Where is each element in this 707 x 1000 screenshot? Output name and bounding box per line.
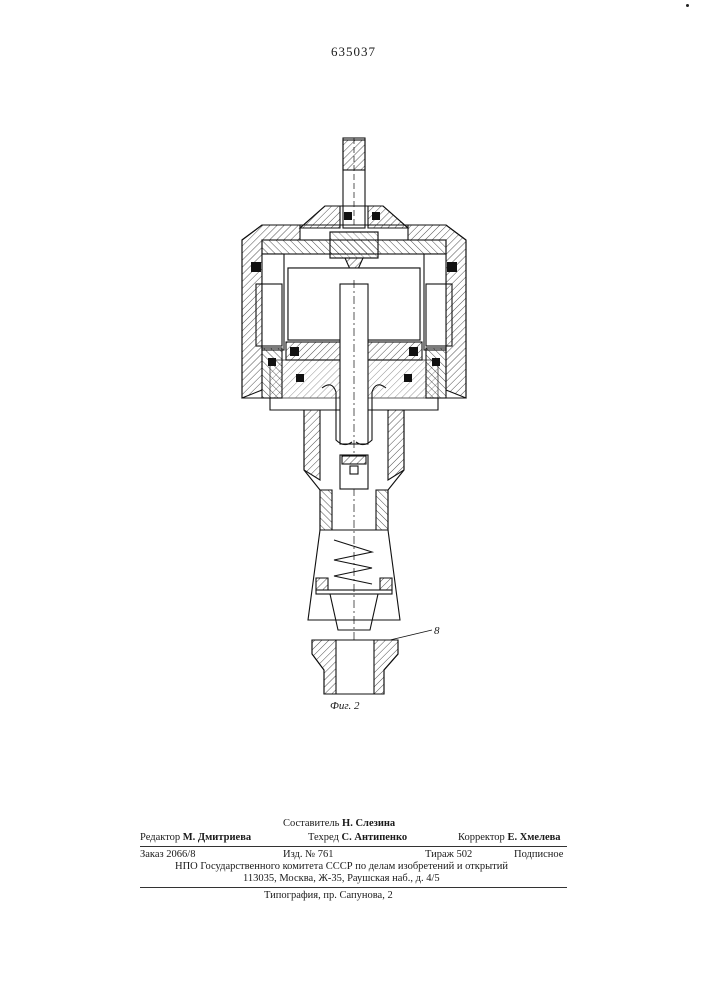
org-line: НПО Государственного комитета СССР по де… bbox=[175, 861, 508, 872]
figure-caption: Фиг. 2 bbox=[330, 700, 360, 712]
compiler-line: Составитель Н. Слезина bbox=[283, 818, 395, 829]
part-8-nozzle bbox=[312, 630, 432, 694]
divider bbox=[140, 887, 567, 888]
technical-drawing bbox=[0, 0, 707, 760]
printer-line: Типография, пр. Сапунова, 2 bbox=[264, 890, 393, 901]
divider bbox=[140, 846, 567, 847]
address-line: 113035, Москва, Ж-35, Раушская наб., д. … bbox=[243, 873, 440, 884]
spring-icon bbox=[334, 540, 372, 584]
circulation: Тираж 502 bbox=[425, 849, 472, 860]
edition-number: Изд. № 761 bbox=[283, 849, 334, 860]
corrector-line: Корректор Е. Хмелева bbox=[458, 832, 561, 843]
techred-line: Техред С. Антипенко bbox=[308, 832, 407, 843]
order-number: Заказ 2066/8 bbox=[140, 849, 195, 860]
spring-cone bbox=[308, 530, 400, 630]
subscription: Подписное bbox=[514, 849, 563, 860]
part-label-8: 8 bbox=[434, 625, 440, 637]
editor-line: Редактор М. Дмитриева bbox=[140, 832, 251, 843]
